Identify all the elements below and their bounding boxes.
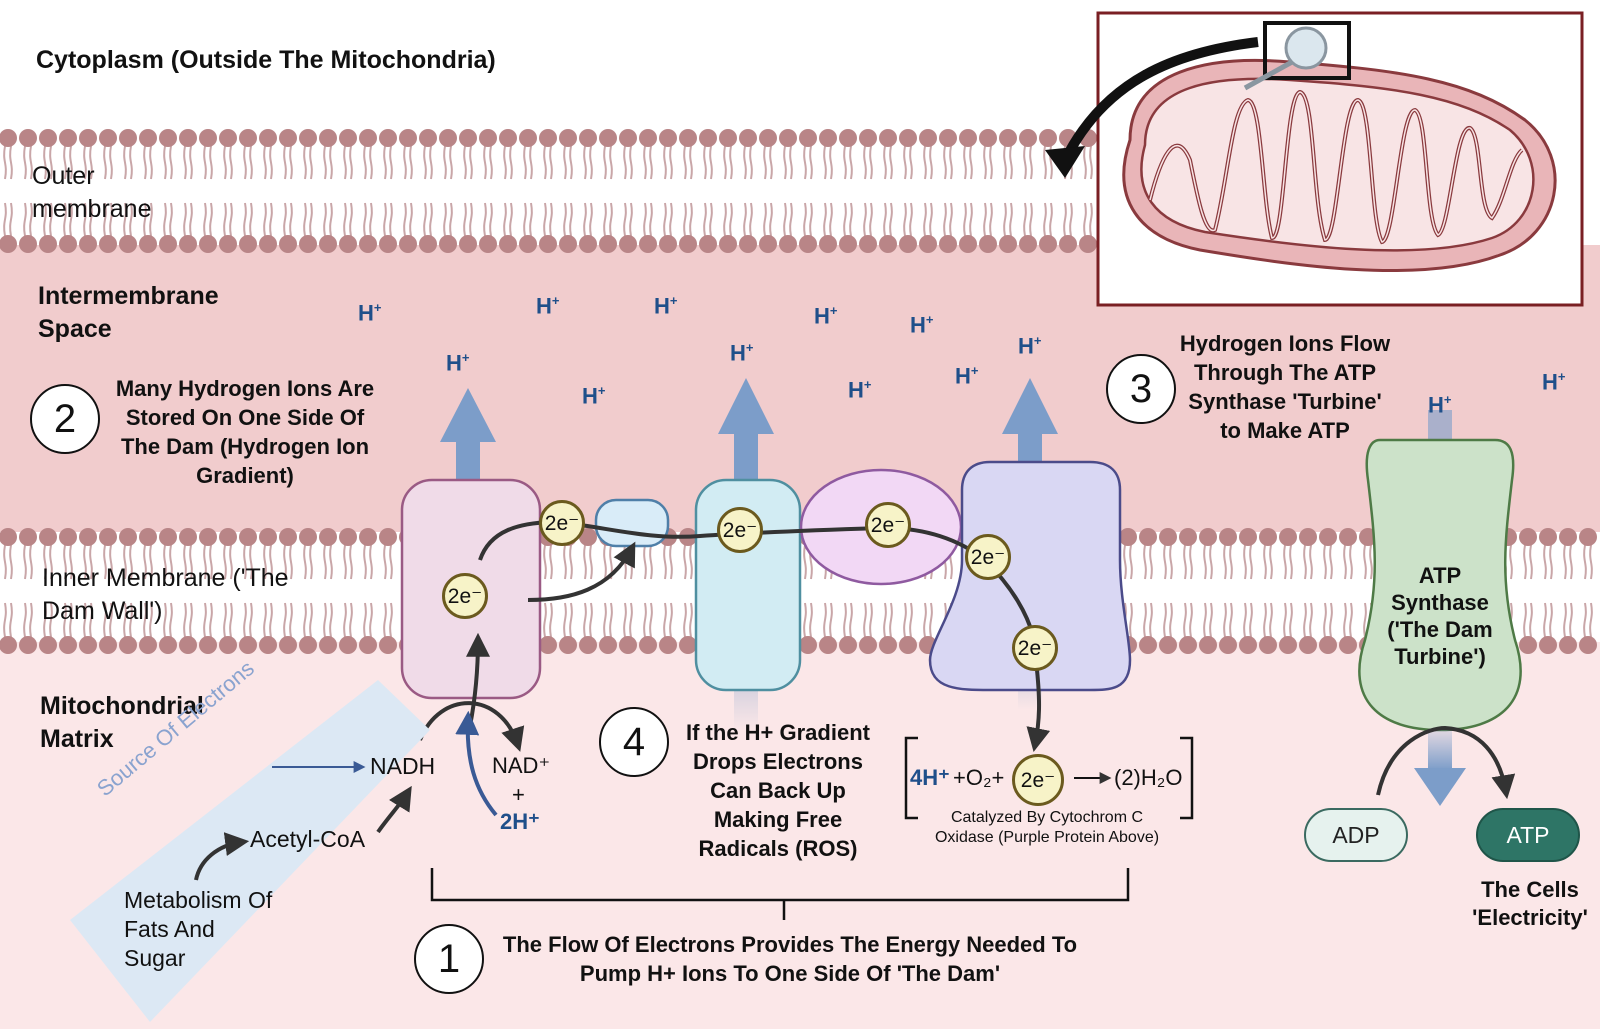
hydrogen-ion: H+	[654, 293, 678, 319]
reaction-caption: Catalyzed By Cytochrom C Oxidase (Purple…	[934, 809, 1160, 846]
electron-cytochrome-c: 2e⁻	[865, 502, 911, 548]
cytoplasm-label: Cytoplasm (Outside The Mitochondria)	[36, 46, 496, 74]
mitochondria-inset	[1045, 11, 1584, 307]
hydrogen-ion: H+	[1542, 369, 1566, 395]
atp-synthase-down-arrow	[1414, 768, 1466, 806]
reaction-bracket-left	[904, 736, 918, 820]
electron-complex3: 2e⁻	[717, 507, 763, 553]
step-4-text: If the H+ Gradient Drops Electrons Can B…	[686, 720, 870, 861]
fats-sugar-label: Metabolism Of Fats And Sugar	[124, 887, 273, 971]
magnifier-lens-icon	[1284, 26, 1328, 70]
electron-complex4-bottom: 2e⁻	[1012, 625, 1058, 671]
adp-to-atp-arrow	[1376, 725, 1516, 800]
atp-pill: ATP	[1476, 808, 1580, 862]
electron-complex1: 2e⁻	[442, 573, 488, 619]
ubiquinone	[594, 498, 670, 548]
hydrogen-ion: H+	[814, 303, 838, 329]
hydrogen-ion: H+	[446, 350, 470, 376]
hydrogen-ion: H+	[730, 340, 754, 366]
hydrogen-ion: H+	[910, 312, 934, 338]
hydrogen-ion: H+	[358, 300, 382, 326]
matrix-label: Mitochondrial Matrix	[40, 692, 204, 753]
reaction-four-h: 4H⁺	[910, 765, 950, 790]
reaction-product: (2)H₂O	[1114, 765, 1183, 790]
electron-oxygen: 2e⁻	[1012, 754, 1064, 806]
electron-flow-bracket	[430, 868, 1130, 920]
hydrogen-ion: H+	[848, 377, 872, 403]
step-3-text: Hydrogen Ions Flow Through The ATP Synth…	[1179, 331, 1391, 443]
outer-membrane-tails	[3, 145, 1093, 237]
adp-pill: ADP	[1304, 808, 1408, 862]
plus-sign: +	[512, 782, 525, 807]
outer-membrane-label: Outer membrane	[32, 162, 152, 223]
reaction-plus-o2: +O₂+	[953, 765, 1005, 790]
nadh-label: NADH	[370, 753, 436, 779]
hydrogen-ion: H+	[955, 363, 979, 389]
inner-membrane-label: Inner Membrane ('The Dam Wall')	[42, 564, 289, 625]
electron-path-to-quinone	[527, 541, 636, 602]
step-4-badge: 4	[599, 707, 669, 777]
nadh-to-nad-arrow	[418, 701, 525, 752]
two-h-label: 2H⁺	[500, 809, 540, 834]
hydrogen-ion: H+	[1018, 333, 1042, 359]
step-2-badge: 2	[30, 384, 100, 454]
fats-to-acetyl-arrow	[194, 832, 250, 881]
step-1-badge: 1	[414, 924, 484, 994]
acetyl-coa-label: Acetyl-CoA	[250, 826, 366, 852]
step-3-badge: 3	[1106, 354, 1176, 424]
step-2-text: Many Hydrogen Ions Are Stored On One Sid…	[115, 376, 375, 488]
outer-membrane-heads	[0, 129, 1097, 253]
cell-electricity-label: The Cells 'Electricity'	[1472, 877, 1588, 930]
nad-plus-label: NAD⁺	[492, 753, 551, 778]
zoom-arrow	[1060, 37, 1259, 163]
electron-complex4-top: 2e⁻	[965, 534, 1011, 580]
intermembrane-label: Intermembrane Space	[38, 282, 219, 343]
step-1-text: The Flow Of Electrons Provides The Energ…	[502, 932, 1078, 986]
two-h-up-arrow	[455, 710, 498, 817]
reaction-bracket-right	[1180, 736, 1194, 820]
hydrogen-ion: H+	[1428, 392, 1452, 418]
hydrogen-ion: H+	[536, 293, 560, 319]
source-ribbon	[70, 680, 430, 1022]
acetyl-to-nadh-arrow	[376, 785, 412, 834]
hydrogen-ion: H+	[582, 383, 606, 409]
electron-ubiquinone: 2e⁻	[539, 500, 585, 546]
atp-synthase-label: ATP Synthase ('The Dam Turbine')	[1387, 563, 1493, 669]
electron-path-to-oxygen	[1026, 669, 1051, 753]
